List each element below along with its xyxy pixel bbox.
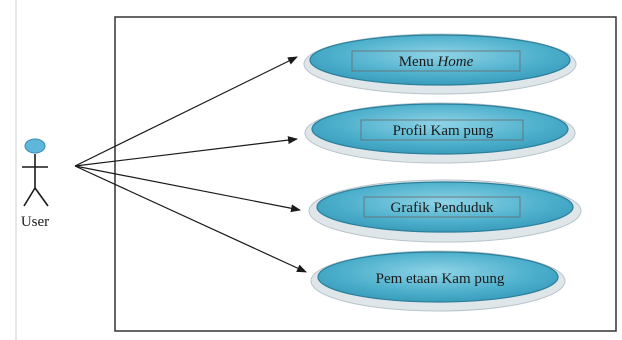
use-case-grafik-penduduk[interactable]: Grafik Penduduk bbox=[308, 179, 582, 243]
use-case-label-home: Menu Home bbox=[399, 54, 474, 70]
actor-user[interactable]: User bbox=[21, 138, 49, 230]
association-arrow-profil bbox=[74, 136, 298, 167]
association-arrow-home bbox=[74, 56, 298, 167]
use-case-profil-kampung[interactable]: Profil Kam pung bbox=[304, 102, 576, 164]
actor-head bbox=[24, 138, 46, 154]
use-case-label-grafik: Grafik Penduduk bbox=[391, 200, 494, 216]
use-case-pemetaan-kampung[interactable]: Pem etaan Kam pung bbox=[310, 250, 566, 312]
actor-right-leg bbox=[34, 187, 49, 207]
association-arrow-pemetaan bbox=[74, 165, 307, 273]
actor-label: User bbox=[21, 214, 49, 230]
actor-left-leg bbox=[23, 187, 36, 207]
association-arrow-grafik bbox=[74, 165, 301, 213]
use-case-label-pemetaan: Pem etaan Kam pung bbox=[376, 271, 505, 287]
use-case-label-profil: Profil Kam pung bbox=[393, 123, 494, 139]
use-case-menu-home[interactable]: Menu Home bbox=[303, 33, 577, 95]
